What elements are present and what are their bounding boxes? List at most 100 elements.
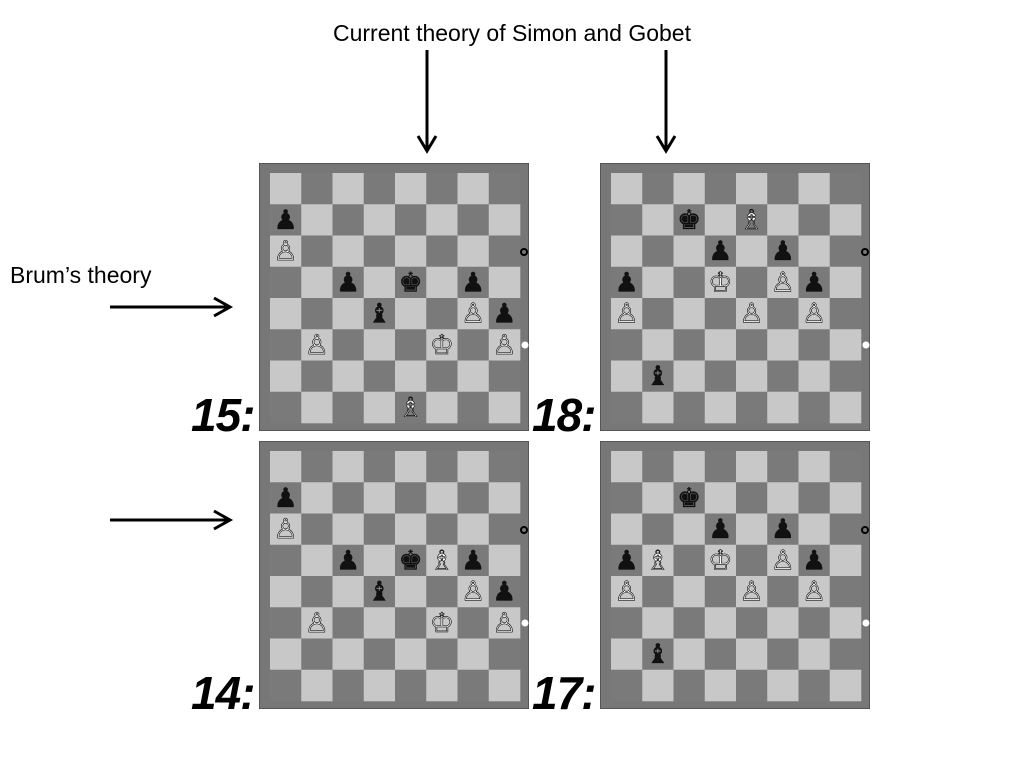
square [767,360,799,393]
square [426,607,458,639]
square [270,173,302,205]
square [642,638,674,671]
square [395,482,427,514]
square [426,173,458,205]
white-pawn-icon: ♙ [740,577,764,608]
square [767,391,799,424]
square [673,669,706,702]
side-theory-label: Brum’s theory [10,262,152,288]
chess-board-17: ♚♟♟♟♗♔♙♟♙♙♙♝ [600,441,870,709]
square [642,607,674,639]
chess-board-14: ♟♙♟♚♗♟♝♙♟♙♔♙ [259,441,529,709]
square [798,513,831,546]
square [270,298,302,330]
square [642,576,674,608]
square [270,235,302,268]
square [332,451,365,483]
square [829,204,862,236]
white-side-indicator [862,619,870,627]
square [301,451,333,483]
square [395,173,427,205]
square [332,544,365,577]
square [457,451,490,483]
square [611,235,643,268]
square [767,266,799,299]
square [798,298,831,330]
square [488,513,521,546]
square [611,544,643,577]
square [488,482,521,514]
square [363,576,396,608]
square [829,638,862,671]
square [363,669,396,702]
white-king-icon: ♔ [430,608,454,639]
square [642,235,674,268]
black-bishop-icon: ♝ [367,299,391,330]
square [673,173,706,205]
black-pawn-icon: ♟ [771,514,795,545]
black-king-icon: ♚ [677,483,701,514]
square [798,204,831,236]
square [767,451,799,483]
square [395,266,427,299]
black-side-indicator [520,248,528,256]
square [767,173,799,205]
square [611,391,643,424]
white-king-icon: ♔ [708,545,732,576]
square [488,329,521,361]
square [270,329,302,361]
square [426,204,458,236]
square [829,173,862,205]
square [673,235,706,268]
square [704,266,737,299]
square [673,391,706,424]
square [673,329,706,361]
square [301,576,333,608]
square [395,576,427,608]
square [673,204,706,236]
square [457,638,490,671]
square [488,204,521,236]
square [426,513,458,546]
white-pawn-icon: ♙ [274,236,298,267]
square [642,360,674,393]
square [798,173,831,205]
square [332,638,365,671]
white-side-indicator [862,341,870,349]
square [426,638,458,671]
square [767,204,799,236]
white-bishop-icon: ♗ [430,545,454,576]
square [332,298,365,330]
black-pawn-icon: ♟ [708,514,732,545]
square [488,173,521,205]
square [642,391,674,424]
square [301,329,333,361]
square [642,173,674,205]
square [457,669,490,702]
white-pawn-icon: ♙ [492,608,516,639]
square [704,298,737,330]
square [642,266,674,299]
white-pawn-icon: ♙ [461,577,485,608]
board-15-svg: ♟♙♟♚♟♝♙♟♙♔♙♗ [270,173,529,424]
square [611,638,643,671]
square [673,513,706,546]
black-king-icon: ♚ [399,267,423,298]
down-arrow-left [416,50,438,154]
square [270,482,302,514]
black-pawn-icon: ♟ [492,299,516,330]
square [767,235,799,268]
square [611,360,643,393]
white-king-icon: ♔ [430,330,454,361]
square [829,544,862,577]
move-number-18: 18: [532,389,596,441]
square [363,391,396,424]
white-side-indicator [521,619,529,627]
white-pawn-icon: ♙ [802,299,826,330]
square [642,329,674,361]
square [488,298,521,330]
square [767,607,799,639]
white-pawn-icon: ♙ [802,577,826,608]
square [736,360,768,393]
white-pawn-icon: ♙ [771,267,795,298]
